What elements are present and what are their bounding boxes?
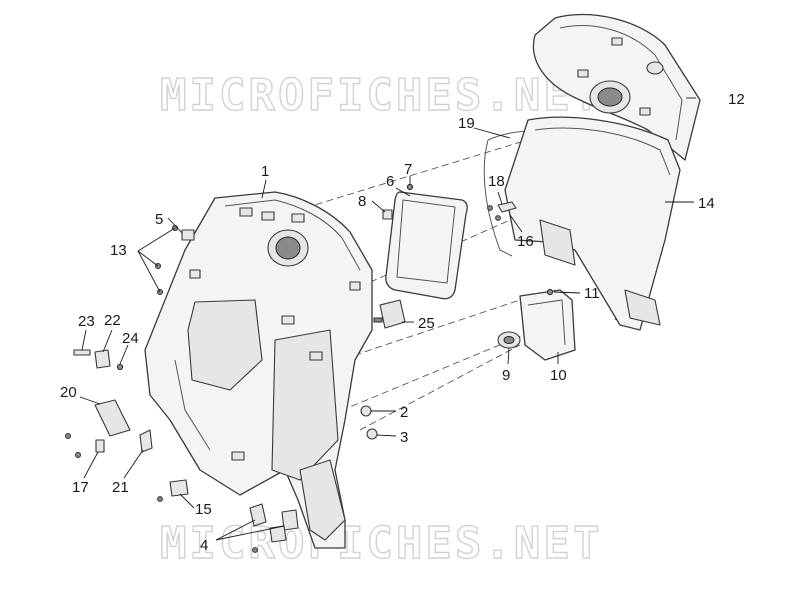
part-1-leg-shield xyxy=(144,191,373,549)
part-14-inner-shield xyxy=(504,116,681,331)
part-25-connector xyxy=(373,299,406,329)
callout-1: 1 xyxy=(261,163,269,180)
callout-15: 15 xyxy=(195,501,212,518)
callout-20: 20 xyxy=(60,384,77,401)
part-6-lid xyxy=(385,191,468,300)
callout-6: 6 xyxy=(386,173,394,190)
watermark-bottom: MICROFICHES.NET xyxy=(160,518,602,569)
callout-11: 11 xyxy=(584,285,600,302)
callout-3: 3 xyxy=(400,429,408,446)
callout-5: 5 xyxy=(155,211,163,228)
leader-lines xyxy=(79,97,696,541)
callout-10: 10 xyxy=(550,367,567,384)
part-8-clip xyxy=(382,209,393,220)
assembly-line xyxy=(269,319,561,441)
callout-16: 16 xyxy=(517,233,534,250)
part-12-rear-cover xyxy=(532,13,701,161)
callout-14: 14 xyxy=(698,195,715,212)
part-15-clip xyxy=(157,479,189,502)
callout-9: 9 xyxy=(502,367,510,384)
callout-25: 25 xyxy=(418,315,435,332)
part-11-screw xyxy=(546,288,554,296)
part-2-3-bolts xyxy=(360,405,378,440)
callout-8: 8 xyxy=(358,193,366,210)
part-9-grommet xyxy=(497,331,521,349)
part-23-22-24-hardware xyxy=(73,349,124,371)
assembly-line xyxy=(359,344,521,431)
part-4-clips xyxy=(249,503,299,553)
callout-17: 17 xyxy=(72,479,89,496)
part-18-16-fasteners xyxy=(487,201,517,221)
callout-7: 7 xyxy=(404,161,412,178)
part-17-21-small-parts xyxy=(65,429,153,458)
callout-23: 23 xyxy=(78,313,95,330)
watermark-top: MICROFICHES.NET xyxy=(160,70,602,121)
callout-13: 13 xyxy=(110,242,127,259)
callout-21: 21 xyxy=(112,479,129,496)
part-10-bracket xyxy=(519,289,576,361)
callout-19: 19 xyxy=(458,115,475,132)
callout-24: 24 xyxy=(122,330,139,347)
part-5-clip xyxy=(181,229,195,241)
part-7-screw xyxy=(406,183,414,191)
part-20-bracket xyxy=(94,399,131,437)
callout-labels: 1 2 3 4 5 6 7 8 9 10 11 12 13 14 15 16 1… xyxy=(60,91,745,554)
callout-2: 2 xyxy=(400,404,408,421)
callout-4: 4 xyxy=(200,537,208,554)
callout-18: 18 xyxy=(488,173,505,190)
assembly-line xyxy=(199,129,561,241)
callout-22: 22 xyxy=(104,312,121,329)
callout-12: 12 xyxy=(728,91,745,108)
